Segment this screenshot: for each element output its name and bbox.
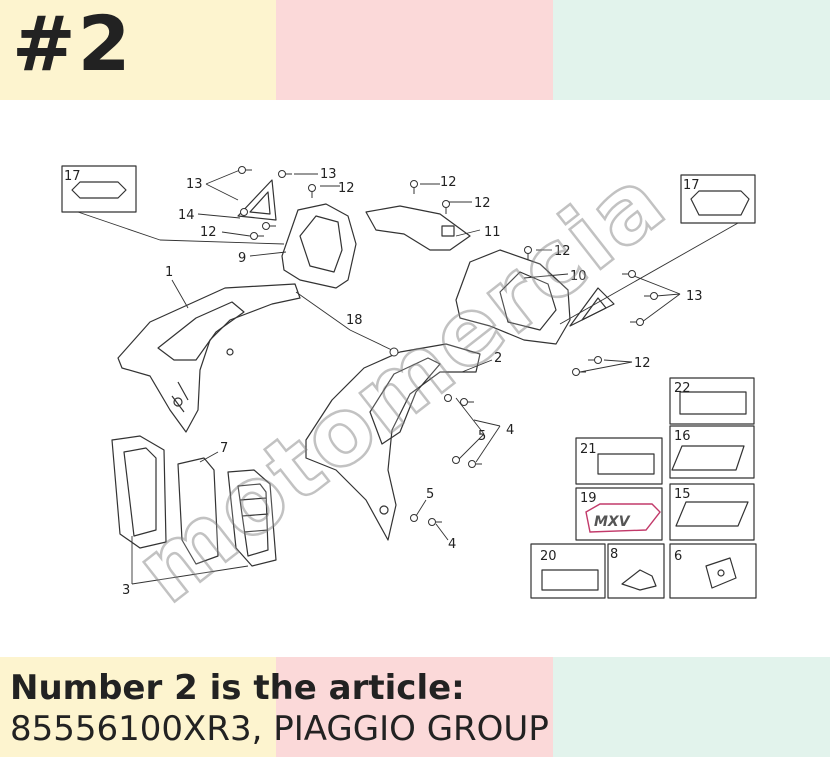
callout-7: 7 bbox=[220, 441, 228, 456]
callout-3: 3 bbox=[122, 583, 130, 598]
callout-2: 2 bbox=[494, 351, 502, 366]
bottom-color-band bbox=[0, 657, 830, 757]
callout-21: 21 bbox=[580, 442, 597, 457]
part-6-clip-hole bbox=[717, 569, 725, 577]
part-14-bracket-inner bbox=[249, 191, 271, 215]
callout-17: 17 bbox=[683, 178, 700, 193]
part-1-vent bbox=[157, 301, 245, 361]
band-pink bbox=[276, 0, 553, 100]
callout-4: 4 bbox=[506, 423, 514, 438]
part-7-grille bbox=[177, 457, 219, 565]
top-color-band bbox=[0, 0, 830, 100]
parts-diagram: MXV 17 17 1 2 3 4 4 5 5 6 7 8 9 10 11 12… bbox=[61, 145, 757, 625]
part-20-box bbox=[530, 543, 606, 599]
part-8-clip bbox=[621, 569, 657, 591]
part-9-cover-inner bbox=[299, 215, 343, 273]
callout-13: 13 bbox=[186, 177, 203, 192]
part-2-vent bbox=[369, 357, 441, 445]
callout-5: 5 bbox=[426, 487, 434, 502]
callout-labels: 17 17 1 2 3 4 4 5 5 6 7 8 9 10 11 12 12 … bbox=[64, 167, 703, 598]
band-yellow bbox=[0, 0, 276, 100]
callout-4: 4 bbox=[448, 537, 456, 552]
part-22-box bbox=[669, 377, 755, 425]
part-3-grille-b bbox=[227, 469, 277, 567]
watermark-text: motomercia bbox=[116, 147, 685, 624]
part-21-decal bbox=[597, 453, 655, 475]
part-15-decal bbox=[675, 501, 749, 527]
part-2-side-panel bbox=[305, 343, 481, 541]
part-1-side-panel bbox=[117, 283, 301, 433]
part-9-cover bbox=[281, 203, 357, 289]
part-17-decal-left bbox=[71, 181, 127, 199]
part-3-grille-b-inner bbox=[237, 483, 269, 557]
part-17-box-left bbox=[61, 165, 137, 213]
part-21-box bbox=[575, 437, 663, 485]
callout-6: 6 bbox=[674, 549, 682, 564]
part-8-box bbox=[607, 543, 665, 599]
callout-13: 13 bbox=[320, 167, 337, 182]
part-3-grille-a-inner bbox=[123, 447, 157, 537]
part-16-box bbox=[669, 425, 755, 479]
callout-15: 15 bbox=[674, 487, 691, 502]
part-19-decal-logo: MXV bbox=[594, 514, 631, 530]
part-1-hole bbox=[173, 397, 183, 407]
part-19-box bbox=[575, 487, 663, 541]
callout-14: 14 bbox=[178, 208, 195, 223]
part-11-cover bbox=[365, 205, 471, 251]
part-3-grille-a bbox=[111, 435, 167, 549]
part-17-box-right bbox=[680, 174, 756, 224]
callout-18: 18 bbox=[346, 313, 363, 328]
part-11-slot bbox=[441, 225, 455, 237]
part-19-decal: MXV bbox=[585, 503, 661, 533]
callout-10: 10 bbox=[570, 269, 587, 284]
watermark: motomercia bbox=[115, 145, 686, 625]
part-6-box bbox=[669, 543, 757, 599]
callout-19: 19 bbox=[580, 491, 597, 506]
part-17-decal-right bbox=[690, 190, 750, 216]
part-15-box bbox=[669, 483, 755, 541]
article-caption: Number 2 is the article: bbox=[10, 668, 465, 708]
callout-12: 12 bbox=[338, 181, 355, 196]
callout-12: 12 bbox=[200, 225, 217, 240]
callout-16: 16 bbox=[674, 429, 691, 444]
band-pink bbox=[276, 657, 553, 757]
callout-20: 20 bbox=[540, 549, 557, 564]
band-yellow bbox=[0, 657, 276, 757]
part-22-decal bbox=[679, 391, 747, 415]
callout-17: 17 bbox=[64, 169, 81, 184]
article-code: 85556100XR3, PIAGGIO GROUP bbox=[10, 709, 549, 749]
part-1-detail bbox=[171, 381, 189, 413]
callout-12: 12 bbox=[440, 175, 457, 190]
band-mint bbox=[553, 0, 830, 100]
callout-13: 13 bbox=[686, 289, 703, 304]
part-2-hole bbox=[379, 505, 389, 515]
callout-12: 12 bbox=[474, 196, 491, 211]
callout-22: 22 bbox=[674, 381, 691, 396]
callout-5: 5 bbox=[478, 429, 486, 444]
part-10-cover bbox=[455, 249, 571, 345]
callout-1: 1 bbox=[165, 265, 173, 280]
part-20-decal bbox=[541, 569, 599, 591]
part-1-hole bbox=[226, 348, 234, 356]
part-16-decal bbox=[671, 445, 745, 471]
callout-9: 9 bbox=[238, 251, 246, 266]
callout-12: 12 bbox=[554, 244, 571, 259]
callout-11: 11 bbox=[484, 225, 501, 240]
callout-8: 8 bbox=[610, 547, 618, 562]
part-10-cover-inner bbox=[499, 271, 557, 331]
part-6-clip bbox=[705, 557, 737, 589]
part-14-bracket bbox=[237, 179, 277, 221]
callout-12: 12 bbox=[634, 356, 651, 371]
result-number: #2 bbox=[12, 0, 133, 88]
part-13-bracket-right-inner bbox=[581, 297, 607, 321]
band-mint bbox=[553, 657, 830, 757]
